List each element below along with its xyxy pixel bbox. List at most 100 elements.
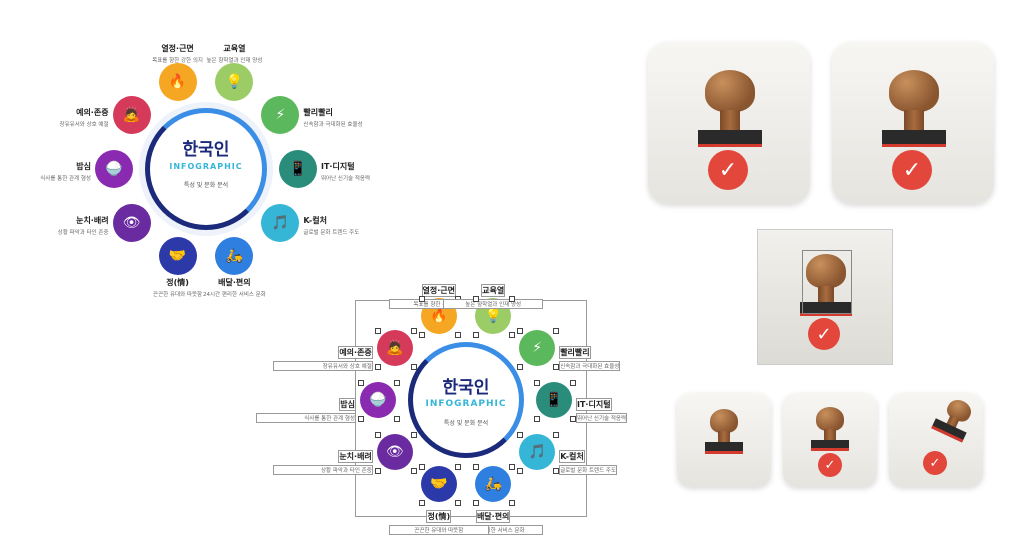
node-label[interactable]: 정(情)끈끈한 유대와 따뜻함 (388, 504, 489, 535)
resize-handle[interactable] (454, 499, 461, 506)
resize-handle[interactable] (358, 416, 364, 422)
phone-node: 📱 (279, 150, 317, 188)
stamp-handle (710, 409, 738, 433)
music-icon: 🎵 (528, 443, 546, 460)
handshake-node: 🤝 (158, 237, 197, 276)
resize-handle[interactable] (517, 467, 524, 474)
stamp-handle (705, 70, 755, 112)
resize-handle[interactable] (410, 364, 417, 371)
center-caption: 특성 및 문화 분석 (183, 182, 229, 189)
check-icon: ✓ (818, 453, 842, 477)
resize-handle[interactable] (374, 364, 381, 371)
node-title: 밥심 (339, 398, 356, 411)
resize-handle[interactable] (509, 332, 516, 339)
stamp-icon-card-2[interactable]: ✓ (832, 42, 994, 204)
resize-handle[interactable] (517, 328, 524, 335)
node-title: 배달·편의 (475, 509, 511, 523)
lightning-icon: ⚡ (532, 340, 543, 357)
resize-handle[interactable] (534, 416, 540, 422)
resize-handle[interactable] (418, 296, 425, 303)
rice-bowl-icon: 🍚 (105, 161, 123, 177)
resize-handle[interactable] (374, 467, 381, 474)
handshake-node[interactable]: 🤝 (420, 465, 457, 502)
scooter-icon: 🛵 (225, 248, 244, 265)
stamp-neck (818, 286, 834, 304)
rice-bowl-node[interactable]: 🍚 (360, 382, 396, 418)
phone-node[interactable]: 📱 (536, 382, 572, 418)
resize-handle[interactable] (418, 499, 425, 506)
resize-handle[interactable] (473, 463, 480, 470)
resize-handle[interactable] (473, 332, 480, 339)
stamp-icon-selected[interactable]: ✓ (757, 229, 893, 365)
resize-handle[interactable] (418, 463, 425, 470)
resize-handle[interactable] (570, 380, 576, 386)
resize-handle[interactable] (374, 328, 381, 335)
resize-handle[interactable] (509, 499, 516, 506)
node-desc: 장유유서와 상호 예절 (272, 361, 373, 372)
resize-handle[interactable] (509, 463, 516, 470)
resize-handle[interactable] (358, 380, 364, 386)
stamp-neck (718, 431, 730, 443)
rice-bowl-node: 🍚 (95, 150, 133, 188)
eye-icon: 👁 (385, 443, 404, 460)
handshake-icon: 🤝 (168, 248, 187, 265)
resize-handle[interactable] (394, 380, 400, 386)
resize-handle[interactable] (410, 328, 417, 335)
resize-handle[interactable] (509, 296, 516, 303)
eye-node[interactable]: 👁 (376, 433, 413, 470)
stamp-icon-card-1[interactable]: ✓ (648, 42, 810, 204)
stamp-icon-small-2[interactable]: ✓ (783, 393, 877, 487)
resize-handle[interactable] (553, 467, 560, 474)
resize-handle[interactable] (534, 380, 540, 386)
node-title: 배달·편의 (218, 278, 251, 288)
stamp-base (882, 130, 946, 147)
center-subtitle: INFOGRAPHIC (169, 162, 243, 171)
node-title: 열정·근면 (421, 284, 457, 298)
resize-handle[interactable] (553, 328, 560, 335)
tilted-stamp (924, 393, 981, 455)
node-desc: 신속함과 극대화된 효율성 (559, 361, 621, 372)
scooter-node[interactable]: 🛵 (475, 465, 512, 502)
stamp-icon-small-3[interactable]: ✓ (889, 393, 983, 487)
node-title: 빨리빨리 (559, 346, 591, 360)
lightning-node[interactable]: ⚡ (519, 330, 556, 367)
resize-handle[interactable] (374, 431, 381, 438)
resize-handle[interactable] (394, 416, 400, 422)
resize-handle[interactable] (410, 467, 417, 474)
center-ring-selected[interactable] (408, 342, 524, 458)
center-subtitle-selected[interactable]: INFOGRAPHIC (425, 399, 507, 409)
resize-handle[interactable] (454, 463, 461, 470)
node-title: 교육열 (223, 43, 246, 53)
stamp-icon-small-1[interactable] (677, 393, 771, 487)
resize-handle[interactable] (473, 296, 480, 303)
center-caption-selected[interactable]: 특성 및 문화 분석 (443, 420, 489, 427)
resize-handle[interactable] (553, 364, 560, 371)
stamp-neck (824, 429, 836, 441)
music-node[interactable]: 🎵 (519, 433, 556, 470)
bow-node[interactable]: 🙇 (376, 330, 413, 367)
node-title: 정(情) (426, 509, 452, 523)
selection-frame[interactable] (802, 250, 852, 314)
resize-handle[interactable] (517, 364, 524, 371)
fire-icon: 🔥 (168, 73, 187, 90)
center-title-selected[interactable]: 한국인 (442, 378, 490, 398)
resize-handle[interactable] (410, 431, 417, 438)
resize-handle[interactable] (553, 431, 560, 438)
resize-handle[interactable] (473, 499, 480, 506)
node-desc: 24시간 편리한 서비스 문화 (202, 292, 266, 299)
node-title: 예의·존중 (338, 346, 373, 360)
resize-handle[interactable] (570, 416, 576, 422)
resize-handle[interactable] (454, 332, 461, 339)
resize-handle[interactable] (418, 332, 425, 339)
resize-handle[interactable] (517, 431, 524, 438)
